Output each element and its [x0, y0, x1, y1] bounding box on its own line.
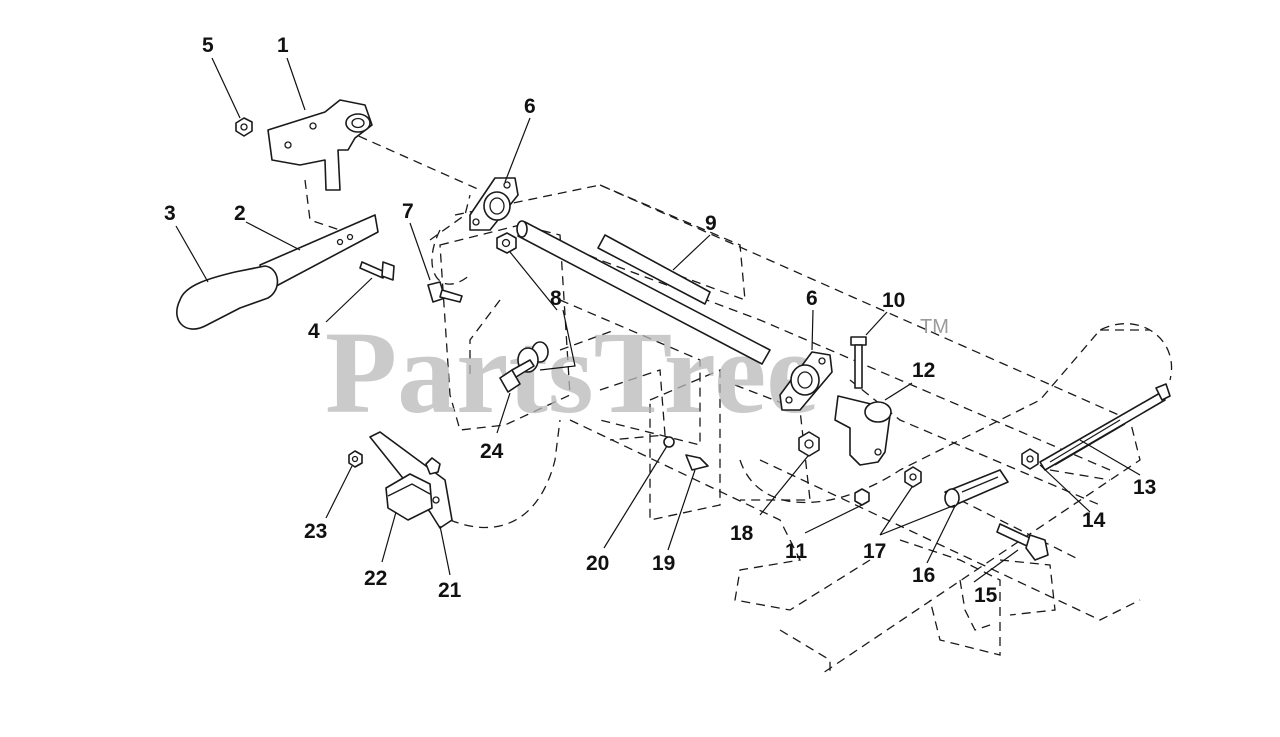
callout-17: 17	[863, 540, 886, 563]
part-5-nut	[235, 117, 253, 137]
leader-lines	[175, 57, 1141, 583]
callout-19: 19	[652, 552, 675, 575]
callout-11: 11	[785, 540, 808, 563]
callout-21: 21	[438, 579, 462, 602]
callout-9: 9	[705, 212, 717, 235]
callout-12: 12	[912, 359, 935, 382]
callout-6-right: 6	[806, 287, 818, 310]
callout-1: 1	[277, 34, 289, 57]
part-22-switch	[385, 473, 433, 521]
callout-7: 7	[402, 200, 414, 223]
watermark-trademark: TM	[920, 316, 949, 338]
part-20-washer	[663, 436, 675, 448]
part-18-nut	[798, 431, 820, 457]
part-23-nut	[348, 450, 363, 468]
part-15-bolt	[996, 523, 1049, 561]
part-12-arm	[834, 395, 892, 466]
part-17-nut	[904, 466, 922, 488]
part-14-nut	[1021, 448, 1039, 470]
part-7-bolt	[427, 281, 463, 303]
callout-3: 3	[164, 202, 176, 225]
callout-6-left: 6	[524, 95, 536, 118]
callout-2: 2	[234, 202, 246, 225]
part-3-grip	[176, 265, 279, 330]
part-13-rod	[1039, 383, 1171, 471]
part-1-bracket	[267, 99, 373, 191]
part-8-nut	[496, 232, 517, 254]
callout-18: 18	[730, 522, 754, 545]
callout-22: 22	[364, 567, 387, 590]
callout-5: 5	[202, 34, 214, 57]
part-4-bolt	[359, 261, 395, 281]
watermark-text: PartsTree	[325, 307, 819, 438]
callout-20: 20	[586, 552, 609, 575]
callout-16: 16	[912, 564, 935, 587]
callout-15: 15	[974, 584, 998, 607]
callout-24: 24	[480, 440, 504, 463]
part-16-clevis	[944, 469, 1009, 508]
callout-14: 14	[1082, 509, 1106, 532]
callout-8: 8	[550, 287, 562, 310]
callout-13: 13	[1133, 476, 1156, 499]
part-6-flange-left	[469, 177, 519, 231]
part-10-bolt	[850, 336, 867, 389]
part-24-bolt	[499, 359, 535, 393]
part-6-flange-right	[779, 351, 833, 411]
callout-10: 10	[882, 289, 905, 312]
callout-23: 23	[304, 520, 327, 543]
part-19-bolt	[685, 454, 709, 471]
part-11-nut	[854, 488, 870, 506]
part-9-shaft	[516, 220, 771, 365]
callout-4: 4	[308, 320, 320, 343]
callout-labels: 1 2 3 4 5 6 6 7 8 9 10 11 12 13 14 15 16…	[164, 34, 1156, 607]
